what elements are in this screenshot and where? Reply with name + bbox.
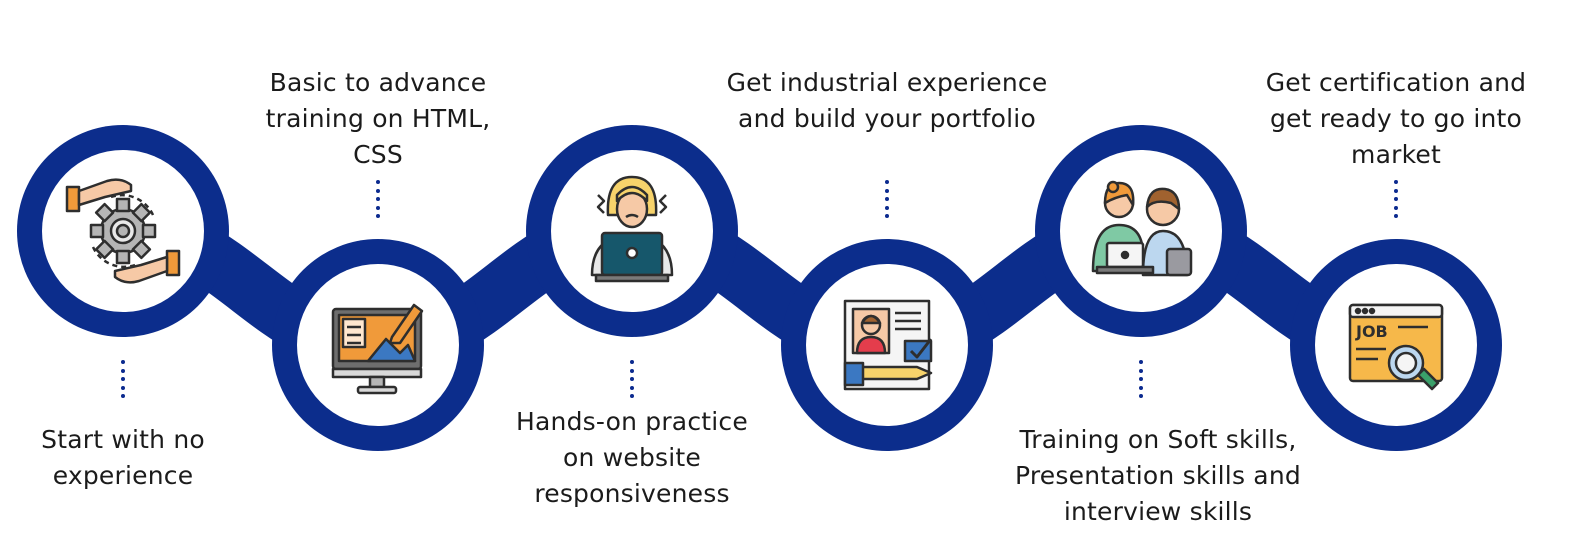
step-6-line-1: Get certification and	[1265, 68, 1527, 97]
step-1-line-2: experience	[52, 461, 194, 490]
step-1-label: Start with no experience	[3, 422, 243, 494]
step-4-line-2: and build your portfolio	[738, 104, 1036, 133]
step-4-label: Get industrial experience and build your…	[697, 65, 1077, 137]
step-4-line-1: Get industrial experience	[726, 68, 1048, 97]
dotted-connector	[1394, 180, 1398, 218]
step-3-line-1: Hands-on practice	[516, 407, 748, 436]
step-6-label: Get certification and get ready to go in…	[1222, 65, 1570, 173]
step-5-line-2: Presentation skills and	[1015, 461, 1301, 490]
step-2-label: Basic to advance training on HTML, CSS	[238, 65, 518, 173]
step-5-line-3: interview skills	[1063, 497, 1253, 526]
dotted-connector	[1139, 360, 1143, 398]
dotted-connector	[376, 180, 380, 218]
step-3-line-2: on website	[563, 443, 701, 472]
dotted-connector	[630, 360, 634, 398]
portfolio-profile-icon	[843, 299, 933, 391]
dotted-connector	[121, 360, 125, 398]
step-2-line-1: Basic to advance	[269, 68, 487, 97]
hands-gear-icon	[65, 178, 181, 284]
job-search-icon: JOB	[1348, 303, 1444, 391]
step-3-label: Hands-on practice on website responsiven…	[477, 404, 787, 512]
interview-meeting-icon	[1091, 180, 1193, 277]
svg-text:JOB: JOB	[1355, 322, 1388, 341]
step-6-line-2: get ready to go into	[1269, 104, 1523, 133]
step-2-line-2: training on HTML,	[265, 104, 491, 133]
step-1-line-1: Start with no	[41, 425, 205, 454]
stressed-laptop-user-icon	[590, 175, 674, 283]
step-5-label: Training on Soft skills, Presentation sk…	[968, 422, 1348, 530]
step-2-line-3: CSS	[353, 140, 403, 169]
step-5-line-1: Training on Soft skills,	[1019, 425, 1297, 454]
dotted-connector	[885, 180, 889, 218]
step-3-line-3: responsiveness	[534, 479, 730, 508]
monitor-design-icon	[331, 303, 424, 395]
step-6-line-3: market	[1351, 140, 1441, 169]
